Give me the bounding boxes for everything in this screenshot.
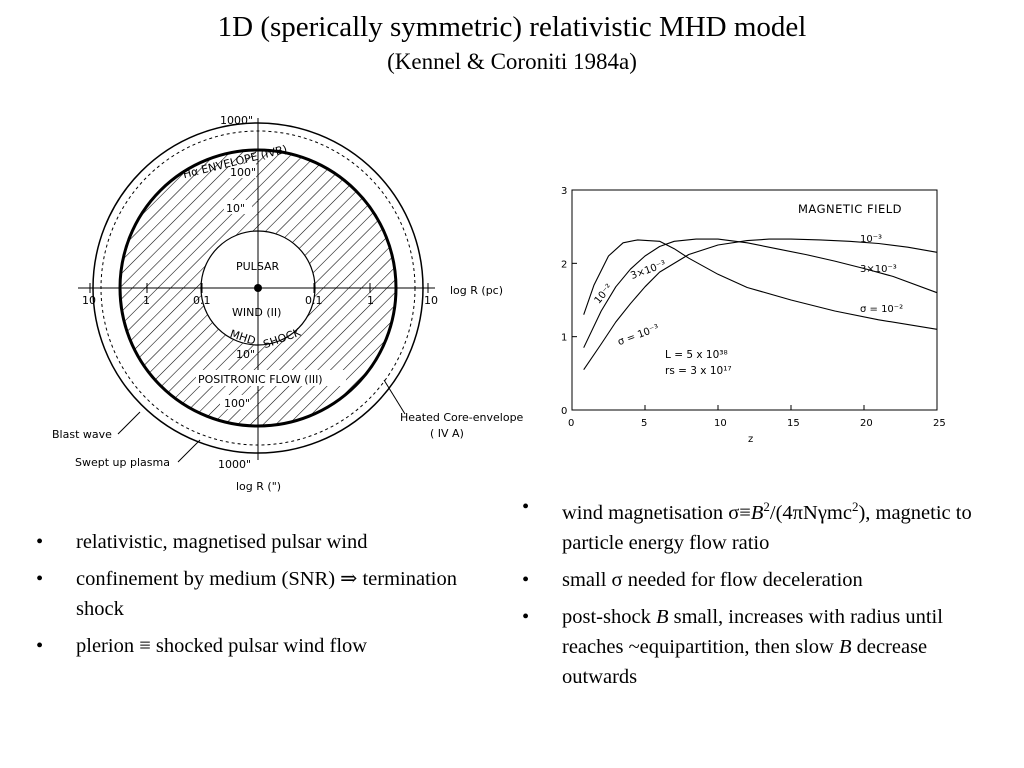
label-bottom-1000: 1000"	[218, 458, 251, 471]
right-bullet-item: •wind magnetisation σ≡B2/(4πNγmc2), magn…	[522, 492, 982, 558]
label-swept-up: Swept up plasma	[75, 456, 170, 469]
symbol-B: B	[750, 501, 764, 524]
chart-title: MAGNETIC FIELD	[798, 202, 902, 216]
bullet-text: post-shock	[562, 605, 656, 628]
label-log-r-pc: log R (pc)	[450, 284, 503, 297]
label-heated-core-id: ( IV A)	[430, 427, 464, 440]
series-line-0	[583, 239, 938, 330]
chart-xlabel: z	[748, 434, 753, 445]
annot-rs: rs = 3 x 10¹⁷	[665, 365, 732, 377]
bullet-marker: •	[36, 568, 44, 590]
pwn-schematic-diagram: 1000" Hα ENVELOPE (IVB) 100" 10" PULSAR …	[52, 114, 524, 493]
bullet-marker: •	[36, 531, 44, 553]
left-bullet-text: confinement by medium (SNR) ⇒ terminatio…	[76, 568, 457, 620]
series-line-2	[583, 238, 938, 371]
chart-frame	[571, 189, 938, 411]
tick-left-10: 10	[82, 294, 96, 307]
label-top-10: 10"	[226, 202, 245, 215]
annot-sigma-1e-2: σ = 10⁻²	[860, 304, 903, 315]
bullet-text: small, increases with radius until reach…	[562, 605, 943, 658]
bullet-marker: •	[522, 568, 530, 591]
left-bullet-list: • relativistic, magnetised pulsar wind • c…	[36, 527, 466, 668]
slide-subtitle: (Kennel & Coroniti 1984a)	[387, 49, 637, 74]
bullet-text: wind magnetisation σ≡	[562, 501, 751, 524]
superscript: 2	[851, 499, 859, 514]
tick-right-01: 0.1	[305, 294, 323, 307]
label-bottom-100: 100"	[224, 397, 250, 410]
x-tick-label: 15	[787, 418, 800, 429]
x-tick-label: 20	[860, 418, 873, 429]
annot-left-3e-3: 3×10⁻³	[629, 259, 667, 282]
y-tick-label: 2	[561, 259, 567, 270]
label-positronic: POSITRONIC FLOW (III)	[198, 373, 323, 386]
tick-right-10: 10	[424, 294, 438, 307]
label-wind: WIND (II)	[232, 306, 281, 319]
label-top-1000: 1000"	[220, 114, 253, 127]
series-line-1	[583, 238, 938, 348]
left-bullet-item: • confinement by medium (SNR) ⇒ terminati…	[36, 564, 466, 624]
left-bullet-text: plerion ≡ shocked pulsar wind flow	[76, 635, 368, 657]
y-tick-label: 0	[561, 406, 567, 417]
label-heated-core: Heated Core-envelope	[400, 411, 524, 424]
label-bottom-10: 10"	[236, 348, 255, 361]
right-bullet-list: •wind magnetisation σ≡B2/(4πNγmc2), magn…	[522, 492, 982, 699]
bullet-text: small σ needed for flow deceleration	[562, 568, 863, 591]
x-tick-label: 10	[714, 418, 727, 429]
label-blast-wave: Blast wave	[52, 428, 112, 441]
bullet-text: decrease outwards	[562, 635, 928, 688]
left-bullet-item: • relativistic, magnetised pulsar wind	[36, 527, 466, 557]
slide-title: 1D (sperically symmetric) relativistic M…	[217, 11, 807, 43]
symbol-B: B	[655, 605, 669, 628]
annot-left-sigma: σ = 10⁻³	[616, 323, 660, 348]
annot-3e-3: 3×10⁻³	[860, 264, 897, 275]
pulsar-dot	[254, 284, 262, 292]
annot-1e-3: 10⁻³	[860, 234, 882, 245]
right-bullet-item: • post-shock B small, increases with radi…	[522, 602, 982, 692]
label-top-100: 100"	[230, 166, 256, 179]
bullet-text: /(4πNγmc	[769, 501, 852, 524]
magnetic-field-chart: 0 5 10 15 20 25 0 1 2 3 MAGNETIC FIELD z 10⁻³ 3×1…	[561, 186, 946, 445]
label-log-r-arcsec: log R (")	[236, 480, 281, 493]
tick-right-1: 1	[367, 294, 374, 307]
x-tick-label: 25	[933, 418, 946, 429]
bullet-marker: •	[36, 635, 44, 657]
label-pulsar: PULSAR	[236, 260, 280, 273]
bullet-text: ), magnetic to particle energy flow rati…	[562, 501, 972, 554]
bullet-marker: •	[522, 496, 530, 518]
tick-left-01: 0.1	[193, 294, 211, 307]
left-bullet-text: relativistic, magnetised pulsar wind	[76, 531, 368, 553]
y-tick-label: 1	[561, 333, 567, 344]
bullet-marker: •	[522, 605, 530, 628]
right-bullet-item: • small σ needed for flow deceleration	[522, 565, 982, 595]
annot-L: L = 5 x 10³⁸	[665, 349, 728, 361]
tick-left-1: 1	[143, 294, 150, 307]
x-tick-label: 0	[568, 418, 574, 429]
x-tick-label: 5	[641, 418, 647, 429]
symbol-B: B	[838, 635, 852, 658]
y-tick-label: 3	[561, 186, 567, 197]
superscript: 2	[763, 499, 770, 514]
left-bullet-item: • plerion ≡ shocked pulsar wind flow	[36, 631, 466, 661]
